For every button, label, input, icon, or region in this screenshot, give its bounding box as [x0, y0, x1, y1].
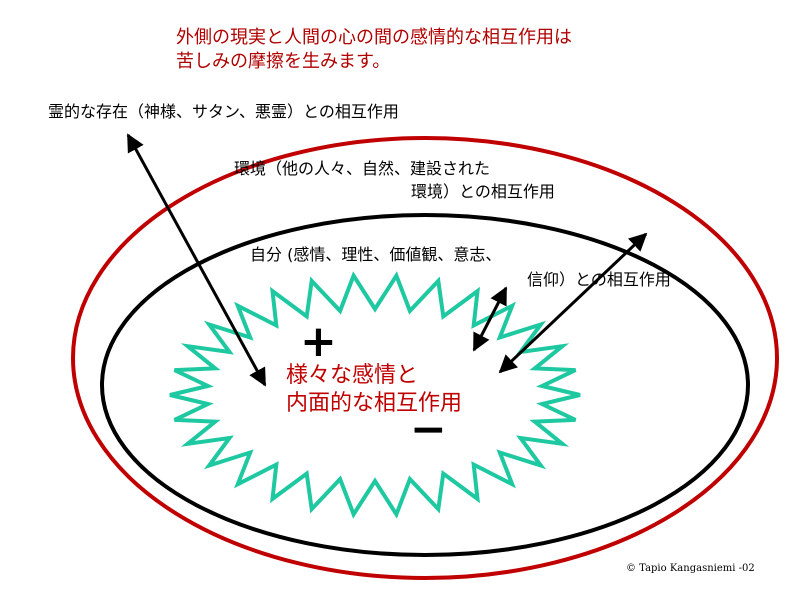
- label-self-line-2: 信仰）との相互作用: [527, 270, 671, 289]
- label-spiritual: 霊的な存在（神様、サタン、悪霊）との相互作用: [48, 102, 399, 121]
- minus-sign: −: [410, 404, 447, 455]
- copyright-notice: © Tapio Kangasniemi -02: [626, 563, 755, 574]
- label-self-line-1: 自分 (感情、理性、価値観、意志、: [250, 245, 502, 264]
- title-line-1: 外側の現実と人間の心の間の感情的な相互作用は: [176, 27, 572, 48]
- outer-ellipse: [71, 136, 779, 580]
- inner-ellipse: [100, 213, 750, 557]
- center-text-line-2: 内面的な相互作用: [286, 391, 463, 416]
- arrow-environment: [498, 232, 648, 374]
- label-environment-line-2: 環境）との相互作用: [411, 182, 555, 201]
- arrow-spiritual: [126, 133, 267, 387]
- center-text-line-1: 様々な感情と: [286, 363, 419, 388]
- title-line-2: 苦しみの摩擦を生みます。: [176, 51, 391, 72]
- plus-sign: +: [300, 316, 337, 367]
- label-environment-line-1: 環境（他の人々、自然、建設された: [234, 159, 491, 178]
